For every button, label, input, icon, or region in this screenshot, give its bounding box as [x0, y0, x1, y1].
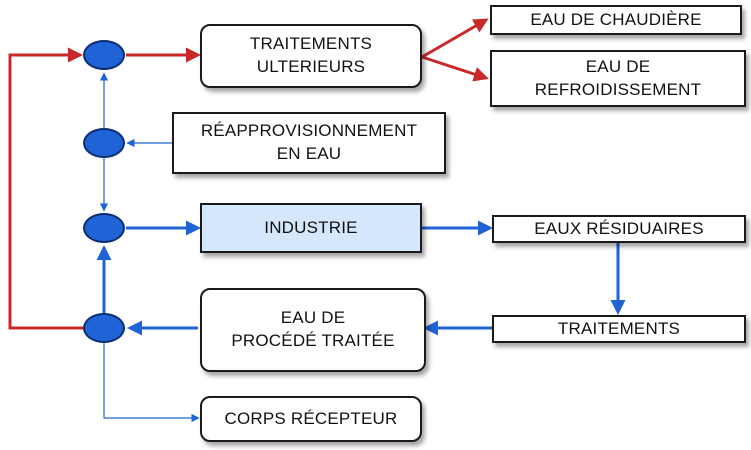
junction-node-top	[83, 40, 125, 70]
recycle-loop-arrow	[8, 47, 84, 330]
box-eau-refroidissement: EAU DE REFROIDISSEMENT	[490, 50, 746, 107]
box-eaux-residuaires: EAUX RÉSIDUAIRES	[492, 215, 746, 243]
box-eau-procede-traitee: EAU DE PROCÉDÉ TRAITÉE	[200, 288, 426, 372]
junction-node-bottom	[83, 313, 125, 343]
arrow-to-eau-refroidissement	[421, 55, 489, 82]
box-reapprovisionnement: RÉAPPROVISIONNEMENT EN EAU	[172, 112, 446, 174]
arrow-to-eau-chaudiere	[421, 18, 489, 59]
junction-node-industrie	[83, 213, 125, 243]
link-node4-to-corps-recepteur	[103, 343, 200, 423]
box-industrie: INDUSTRIE	[200, 203, 422, 253]
box-corps-recepteur: CORPS RÉCEPTEUR	[200, 396, 422, 442]
box-traitements: TRAITEMENTS	[492, 315, 746, 343]
junction-node-reappro	[83, 128, 125, 158]
box-eau-chaudiere: EAU DE CHAUDIÈRE	[490, 5, 742, 35]
box-traitements-ulterieurs: TRAITEMENTS ULTERIEURS	[200, 24, 422, 88]
